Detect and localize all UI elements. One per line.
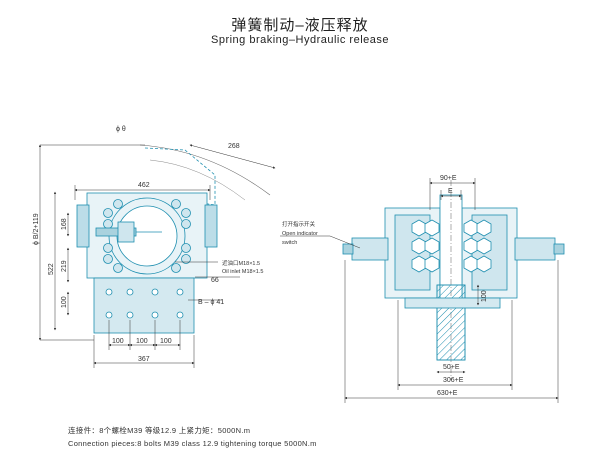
title-chinese: 弹簧制动–液压释放 (231, 17, 369, 34)
mount-block (436, 284, 466, 361)
left-indicator (95, 221, 162, 243)
dim-168: 168 (61, 218, 68, 230)
dim-90-plus-e: 90+E (440, 175, 457, 182)
connection-note-cn: 连接件：8个螺栓M39 等级12.9 上紧力矩：5000N.m (68, 426, 251, 435)
right-end-fitting (514, 237, 556, 261)
oil-inlet-label-en: Oil inlet M18×1.5 (222, 269, 263, 275)
dim-219: 219 (61, 260, 68, 272)
left-view (76, 144, 271, 334)
dim-100-a: 100 (112, 338, 124, 345)
right-dimension-lines (280, 178, 559, 403)
dim-100-b: 100 (136, 338, 148, 345)
right-flange (204, 204, 218, 248)
dim-e: E (448, 188, 453, 195)
right-dimension-labels: 90+E E 100 50+E 306+E 630+E 打开指示开关 Open … (282, 175, 488, 397)
dim-522: 522 (48, 263, 55, 275)
left-end-fitting (351, 237, 389, 261)
dim-100-c: 100 (160, 338, 172, 345)
bolt-ring (103, 199, 191, 273)
dim-462: 462 (138, 182, 150, 189)
dim-phi-b2-119: ϕ B/2+119 (33, 213, 40, 245)
dim-268: 268 (228, 143, 240, 150)
title-english: Spring braking–Hydraulic release (210, 34, 390, 46)
left-flange (76, 204, 90, 248)
dim-100-right: 100 (481, 290, 488, 302)
right-view (342, 180, 565, 380)
swing-arc-inner (149, 159, 246, 201)
dim-630-plus-e: 630+E (437, 390, 458, 397)
base-flange (404, 297, 501, 309)
left-dimension-labels: ϕ θ 268 462 ϕ B/2+119 522 168 219 100 66… (33, 126, 263, 363)
base-holes (105, 288, 184, 319)
dim-100-vertical: 100 (61, 296, 68, 308)
dim-367: 367 (138, 356, 150, 363)
indicator-label-cn: 打开指示开关 (282, 220, 316, 228)
indicator-label-en-2: switch (282, 240, 297, 246)
dim-50-plus-e: 50+E (443, 364, 460, 371)
dim-phi-theta: ϕ θ (116, 126, 126, 133)
left-dimension-lines (38, 144, 276, 368)
oil-inlet-label-cn: 近油口M18×1.5 (222, 259, 260, 267)
dim-306-plus-e: 306+E (443, 377, 464, 384)
connection-note-en: Connection pieces:8 bolts M39 class 12.9… (68, 439, 317, 448)
swing-arc (139, 144, 271, 196)
mounting-base (93, 277, 195, 334)
indicator-label-en-1: Open indicator (282, 231, 318, 237)
dim-66: 66 (211, 277, 219, 284)
dim-b-phi41: B – ϕ 41 (198, 299, 224, 306)
